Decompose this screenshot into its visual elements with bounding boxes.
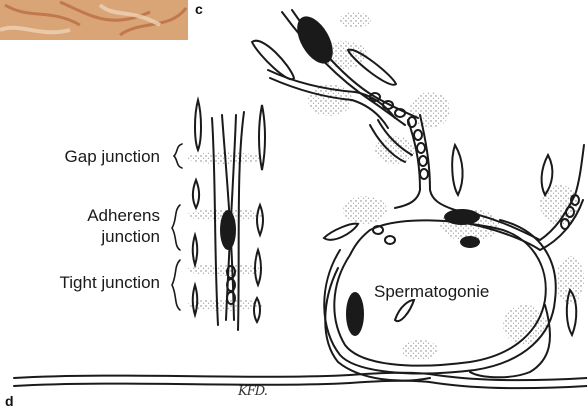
adherens-label-line2: junction [101,226,160,247]
panel-label-c: c [195,1,203,17]
panel-label-d: d [5,393,14,409]
stipple-areas [187,12,584,360]
adherens-label-line1: Adherens [87,205,160,226]
artist-signature: KFD. [238,384,267,399]
gap-junction-label: Gap junction [65,146,160,167]
spermatogonie-label: Spermatogonie [374,282,489,302]
label-brackets [172,144,182,310]
tight-junction-label: Tight junction [60,272,160,293]
photo-fragment [0,0,188,40]
sertoli-cell-network [14,10,587,388]
